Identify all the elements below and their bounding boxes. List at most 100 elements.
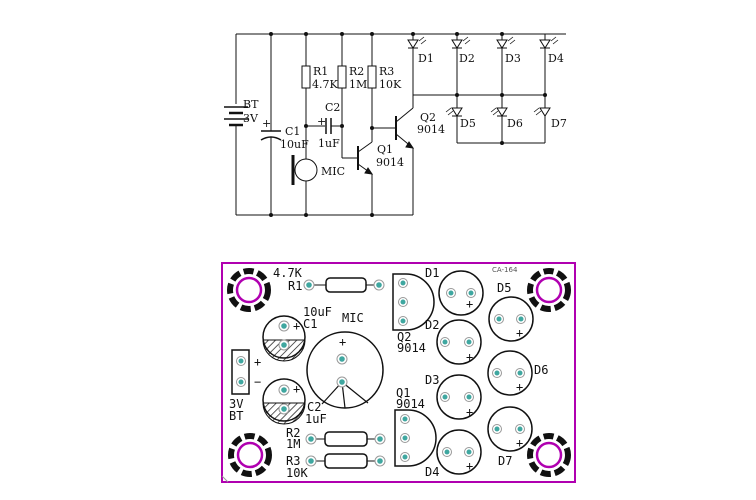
pcb-d3-label: D3 (425, 373, 439, 387)
pcb-resistor-r3 (305, 453, 386, 469)
led-symbols (407, 39, 551, 117)
mic-symbol (291, 152, 318, 188)
resistor-r2-symbol (337, 65, 347, 89)
pcb-r2-value-label: 1M (286, 437, 300, 451)
pcb-q1-part-label: 9014 (396, 397, 425, 411)
q1-part-label: 9014 (376, 156, 404, 169)
led-d4-label: D4 (548, 52, 564, 65)
pcb-c2-value-label: 1uF (305, 412, 327, 426)
pcb-transistor-q2 (392, 273, 435, 331)
pcb-r3-value-label: 10K (286, 466, 308, 480)
capacitor-c1-symbol (260, 34, 282, 215)
pcb-c1-value-label: 10uF (303, 305, 332, 319)
r3-name-label: R3 (379, 65, 394, 78)
r2-name-label: R2 (349, 65, 364, 78)
pcb-d6-plus-sign: + (516, 380, 523, 394)
pcb-bt-plus-sign: + (254, 355, 261, 369)
pcb-layout: CA-164 (221, 262, 576, 483)
pcb-led-d7 (487, 406, 533, 452)
pcb-led-footprints (436, 270, 534, 475)
pcb-bt-value-label: 3V (229, 397, 243, 411)
pcb-c2-name-label: C2 (307, 400, 321, 414)
pcb-bt-minus-sign: − (254, 375, 261, 389)
resistor-r1-symbol (301, 65, 311, 89)
board-code-label: CA-164 (492, 266, 518, 274)
mounting-hole (527, 433, 571, 477)
pcb-mic-label: MIC (342, 311, 364, 325)
pcb-led-d2 (436, 319, 482, 365)
pcb-c2-plus-sign: + (293, 382, 300, 396)
pcb-resistor-r1 (303, 277, 385, 293)
schematic (224, 32, 566, 217)
mounting-hole (228, 433, 272, 477)
battery-symbol (224, 104, 248, 127)
r1-name-label: R1 (313, 65, 328, 78)
pcb-d2-label: D2 (425, 318, 439, 332)
c1-plus-sign: + (262, 117, 271, 130)
resistor-r3-symbol (367, 65, 377, 89)
led-d1-label: D1 (418, 52, 434, 65)
pcb-q1-name-label: Q1 (396, 386, 410, 400)
led-d2-label: D2 (459, 52, 475, 65)
pcb-d2-plus-sign: + (466, 350, 473, 364)
c2-value-label: 1uF (318, 137, 340, 150)
mounting-hole (227, 268, 271, 312)
transistor-q1-symbol (357, 128, 374, 215)
pcb-capacitor-c2 (262, 378, 306, 425)
pcb-d5-label: D5 (497, 281, 511, 295)
capacitor-c2-symbol (325, 118, 332, 134)
pcb-d4-plus-sign: + (466, 459, 473, 473)
pcb-r1-value-label: 4.7K (273, 266, 303, 280)
q2-part-label: 9014 (417, 123, 445, 136)
led-d7-label: D7 (551, 117, 567, 130)
schematic-labels: BT 3V + C1 10uF R1 4.7K R2 1M R3 10K C2 … (243, 52, 567, 178)
pcb-q2-name-label: Q2 (397, 330, 411, 344)
mic-label: MIC (321, 165, 345, 178)
junction-dots (269, 32, 547, 217)
pcb-d1-plus-sign: + (466, 297, 473, 311)
pcb-d7-plus-sign: + (516, 436, 523, 450)
c1-value-label: 10uF (280, 138, 309, 151)
pcb-labels: 4.7K R1 10uF C1 + MIC + Q2 9014 Q1 9014 … (229, 266, 548, 480)
mounting-hole (527, 268, 571, 312)
r1-value-label: 4.7K (312, 78, 338, 91)
led-d6-label: D6 (507, 117, 523, 130)
pcb-led-d5 (488, 296, 534, 342)
pcb-d1-label: D1 (425, 266, 439, 280)
pcb-led-d4 (436, 429, 482, 475)
r3-value-label: 10K (379, 78, 402, 91)
pcb-transistor-q1 (394, 409, 437, 467)
c2-name-label: C2 (325, 101, 340, 114)
pcb-r3-name-label: R3 (286, 454, 300, 468)
pcb-d4-label: D4 (425, 465, 439, 479)
pcb-d5-plus-sign: + (516, 326, 523, 340)
led-d5-label: D5 (460, 117, 476, 130)
pcb-c1-plus-sign: + (293, 319, 300, 333)
pcb-led-d1 (438, 270, 484, 316)
bt-name-label: BT (243, 98, 259, 111)
pcb-microphone (306, 331, 384, 409)
mounting-holes (227, 268, 571, 477)
c2-plus-sign: + (317, 115, 326, 128)
pcb-resistor-r2 (305, 431, 386, 447)
pcb-battery-connector (231, 349, 250, 395)
pcb-led-d3 (436, 374, 482, 420)
pcb-d7-label: D7 (498, 454, 512, 468)
c1-name-label: C1 (285, 125, 300, 138)
pcb-d3-plus-sign: + (466, 405, 473, 419)
pcb-c1-name-label: C1 (303, 317, 317, 331)
pcb-q2-part-label: 9014 (397, 341, 426, 355)
bt-value-label: 3V (243, 112, 259, 125)
led-light-arrows (418, 36, 559, 116)
r2-value-label: 1M (349, 78, 367, 91)
led-d3-label: D3 (505, 52, 521, 65)
pcb-mic-plus-sign: + (339, 335, 346, 349)
pcb-capacitor-c1 (262, 315, 306, 362)
pcb-bt-name-label: BT (229, 409, 243, 423)
q1-name-label: Q1 (377, 143, 393, 156)
transistor-q2-symbol (395, 95, 415, 215)
q2-name-label: Q2 (420, 111, 436, 124)
pcb-r2-name-label: R2 (286, 426, 300, 440)
